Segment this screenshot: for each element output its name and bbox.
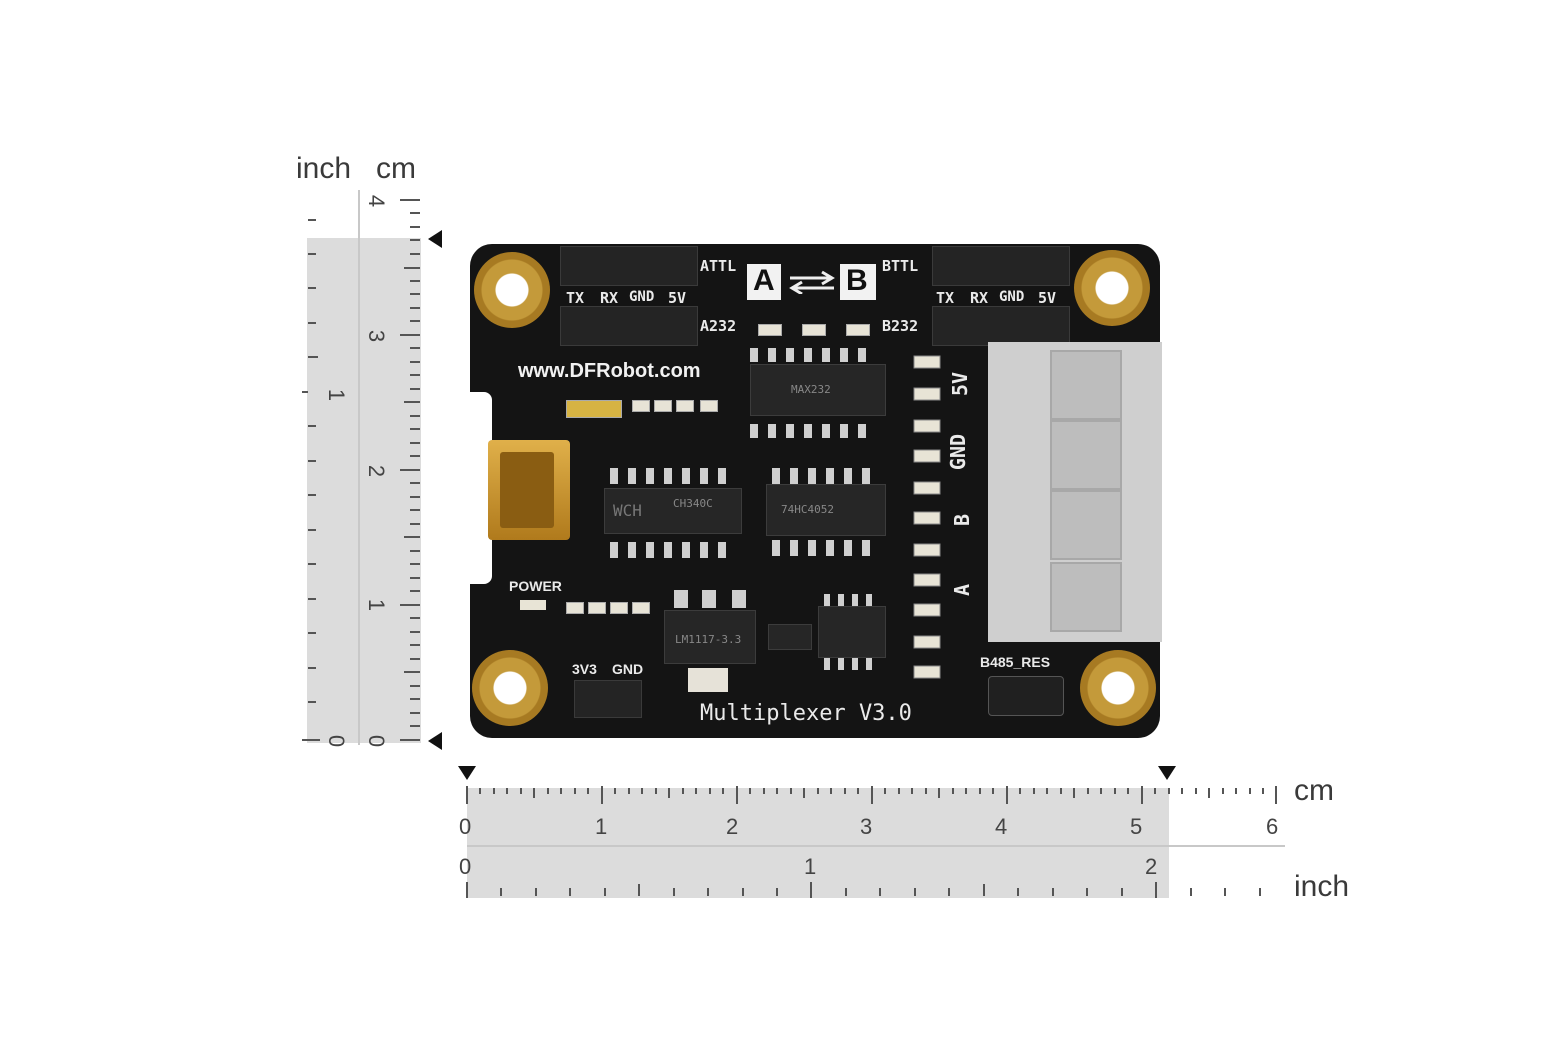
terminal-label-b: B (950, 513, 975, 527)
vruler-line (358, 190, 360, 745)
smd-part (566, 602, 584, 614)
smd-part (588, 602, 606, 614)
terminal-label-gnd: GND (946, 433, 971, 471)
pcb-notch (462, 392, 492, 584)
vruler-shaded-area (307, 238, 421, 743)
smd-part (632, 602, 650, 614)
header-b-ttl (932, 246, 1070, 286)
mounting-hole-top-right (1074, 250, 1150, 326)
hruler-cm-tick-3: 3 (860, 814, 873, 839)
chip-74hc-label: 74HC4052 (781, 503, 834, 516)
chip-max232-label: MAX232 (791, 383, 831, 396)
header-a-pin-tx: TX (566, 289, 585, 307)
smd-part (802, 324, 826, 336)
website-label: www.DFRobot.com (518, 360, 701, 382)
vruler-inch-label: inch (296, 152, 352, 185)
header-b-pin-5v: 5V (1038, 289, 1057, 307)
chip-ch340-label: CH340C (673, 497, 713, 510)
chip-legs (610, 348, 872, 670)
usb-port-opening (500, 452, 554, 528)
header-3v3-gnd (574, 680, 642, 718)
label-3v3: 3V3 (572, 661, 597, 677)
power-led (520, 600, 546, 610)
hruler-shaded-area (467, 788, 1169, 898)
hruler-marker-right (1158, 766, 1176, 780)
header-a-pin-gnd: GND (629, 289, 655, 305)
smd-part (566, 400, 622, 418)
chip-wch-label: WCH (613, 501, 642, 520)
label-attl: ATTL (700, 257, 737, 275)
terminal-slot-b (1050, 490, 1122, 560)
hruler-cm-tick-2: 2 (726, 814, 739, 839)
logo-a-box (747, 264, 781, 300)
header-b-pin-rx: RX (970, 289, 989, 307)
mounting-hole-top-left (474, 252, 550, 328)
smd-part (632, 400, 650, 412)
logo-a-letter: A (753, 264, 775, 297)
vruler-ticks (302, 199, 420, 741)
terminal-label-a: A (950, 583, 975, 597)
terminal-slot-a (1050, 562, 1122, 632)
mounting-hole-bottom-right (1080, 650, 1156, 726)
header-b-pin-tx: TX (936, 289, 955, 307)
smd-part (700, 400, 718, 412)
hruler-cm-tick-5: 5 (1130, 814, 1143, 839)
hruler-cm-tick-6: 6 (1266, 814, 1279, 839)
mounting-hole-bottom-left (472, 650, 548, 726)
chip-max232: MAX232 (750, 364, 886, 416)
chip-74hc: 74HC4052 (766, 484, 886, 536)
hruler-cm-tick-4: 4 (995, 814, 1008, 839)
jumper-b485 (988, 676, 1064, 716)
terminal-label-5v: 5V (948, 371, 973, 397)
hruler-inch-tick-2: 2 (1145, 854, 1158, 879)
header-a-232 (560, 306, 698, 346)
chip-regulator: LM1117-3.3 (664, 610, 756, 664)
label-b232: B232 (882, 317, 919, 335)
regulator-cap (688, 668, 728, 692)
hruler-line (467, 845, 1285, 847)
smd-part (846, 324, 870, 336)
hruler-cm-label: cm (1294, 774, 1334, 807)
hruler-cm-tick-1: 1 (595, 814, 608, 839)
smd-part (676, 400, 694, 412)
label-power: POWER (509, 578, 562, 594)
hruler-inch-tick-0: 0 (459, 854, 472, 879)
board-title: Multiplexer V3.0 (700, 701, 912, 726)
smd-part (610, 602, 628, 614)
terminal-slot-gnd (1050, 420, 1122, 490)
hruler-inch-label: inch (1294, 870, 1350, 903)
arrows-icon (789, 270, 835, 294)
label-b485-res: B485_RES (980, 654, 1051, 670)
label-a232: A232 (700, 317, 737, 335)
header-a-ttl (560, 246, 698, 286)
chip-small-right (818, 606, 886, 658)
header-a-pin-5v: 5V (668, 289, 687, 307)
logo-b-box (840, 264, 876, 300)
header-a-pin-rx: RX (600, 289, 619, 307)
hruler-marker-left (458, 766, 476, 780)
smd-column (913, 355, 941, 679)
header-b-232 (932, 306, 1070, 346)
hruler-inch-tick-1: 1 (804, 854, 817, 879)
vruler-cm-label: cm (376, 152, 416, 185)
chip-regulator-label: LM1117-3.3 (675, 633, 742, 646)
vruler-marker-bottom (428, 732, 442, 750)
header-b-pin-gnd: GND (999, 289, 1025, 305)
terminal-slot-5v (1050, 350, 1122, 420)
logo-b-letter: B (846, 264, 868, 297)
chip-small-left (768, 624, 812, 650)
hruler-cm-tick-0: 0 (459, 814, 472, 839)
chip-ch340: WCH CH340C (604, 488, 742, 534)
hruler-ticks (466, 786, 1277, 898)
label-bttl: BTTL (882, 257, 919, 275)
smd-part (654, 400, 672, 412)
label-gnd-pin: GND (612, 661, 644, 677)
vruler-marker-top (428, 230, 442, 248)
smd-part (758, 324, 782, 336)
